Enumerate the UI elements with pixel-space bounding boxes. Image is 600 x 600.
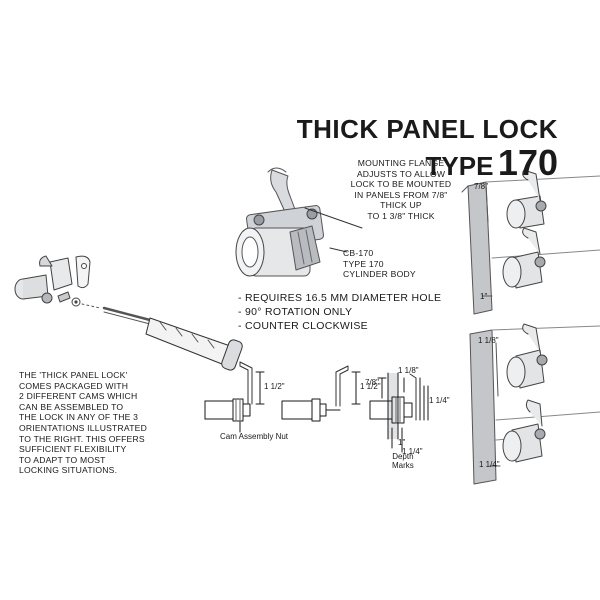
leader-lines bbox=[304, 207, 363, 253]
cam-orientation-drawings bbox=[204, 361, 429, 453]
dim-drawing3-1: 1" bbox=[398, 438, 406, 447]
cylinder-body-label: CB-170 TYPE 170 CYLINDER BODY bbox=[343, 248, 416, 280]
depth-marks-label: Depth Marks bbox=[392, 452, 414, 470]
title-line-1: THICK PANEL LOCK bbox=[296, 114, 558, 144]
title-type-word: TYPE bbox=[425, 151, 494, 181]
spec-direction: - COUNTER CLOCKWISE bbox=[238, 320, 368, 332]
dim-drawing3-1-1-4-b: 1 1/4" bbox=[402, 447, 423, 456]
cam-assembly-nut-label: Cam Assembly Nut bbox=[220, 432, 289, 441]
dim-drawing2-height: 1 1/2" bbox=[360, 382, 381, 391]
panel-views bbox=[461, 169, 600, 485]
dim-panel-1-1-4: 1 1/4" bbox=[479, 460, 500, 469]
mounting-flange-note: MOUNTING FLANGE ADJUSTS TO ALLOW LOCK TO… bbox=[350, 158, 452, 221]
dim-drawing3-7-8: 7/8" bbox=[365, 378, 379, 387]
lock-assembly-photo bbox=[235, 167, 324, 277]
spec-hole-size: - REQUIRES 16.5 MM DIAMETER HOLE bbox=[238, 292, 442, 304]
panel-dimension-lines bbox=[481, 185, 501, 467]
dim-drawing3-1-1-8: 1 1/8" bbox=[398, 366, 419, 375]
title-line-2: TYPE 170 bbox=[426, 142, 558, 184]
package-note: THE 'THICK PANEL LOCK' COMES PACKAGED WI… bbox=[19, 370, 147, 476]
dim-drawing1-height: 1 1/2" bbox=[264, 382, 285, 391]
dim-panel-7-8: 7/8" bbox=[474, 182, 488, 191]
title-type-number: 170 bbox=[497, 142, 558, 183]
spec-rotation: - 90° ROTATION ONLY bbox=[238, 306, 353, 318]
dim-panel-1-1-8: 1 1/8" bbox=[478, 336, 499, 345]
dim-panel-1: 1" bbox=[480, 292, 488, 301]
dim-drawing3-1-1-4: 1 1/4" bbox=[429, 396, 450, 405]
exploded-assembly bbox=[14, 255, 243, 371]
